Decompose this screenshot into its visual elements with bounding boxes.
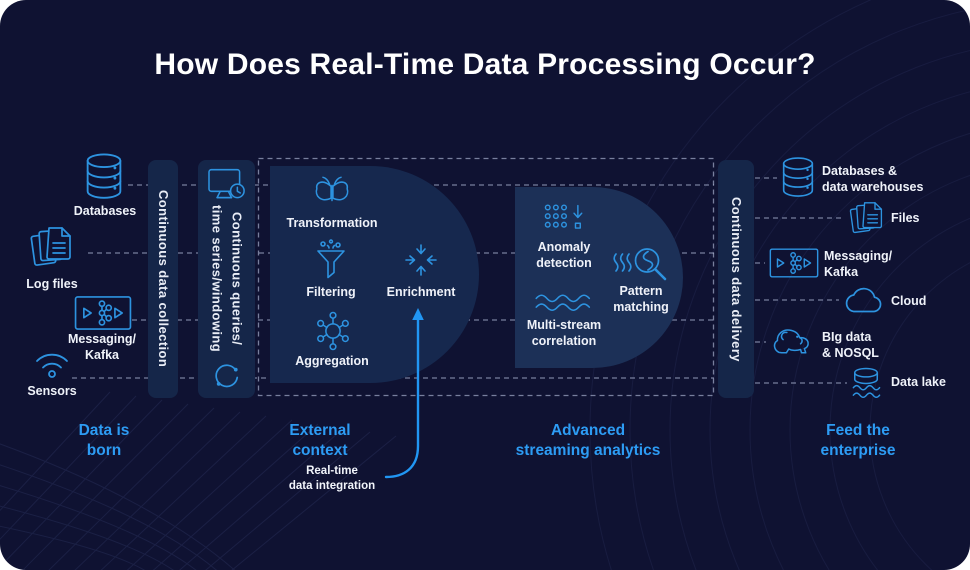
continuous-data-collection-bar: Continuous data collection <box>148 160 178 398</box>
documents-icon <box>30 222 74 272</box>
stage-feed-the-enterprise: Feed the enterprise <box>820 422 896 460</box>
page-title: How Does Real-Time Data Processing Occur… <box>154 48 816 81</box>
waves-icon <box>533 291 593 315</box>
source-label: Sensors <box>27 384 77 398</box>
bar-label: Continuous data collection <box>156 190 172 368</box>
database-icon <box>779 156 817 198</box>
refresh-icon <box>211 360 241 390</box>
magnifier-waves-icon <box>610 246 668 284</box>
processing-label: Filtering <box>306 285 356 299</box>
external-context-shape <box>270 166 479 383</box>
realtime-integration-note: Real-time data integration <box>288 465 376 492</box>
data-lake-icon <box>851 366 881 400</box>
source-label: Log files <box>26 277 78 291</box>
cloud-icon <box>843 285 885 315</box>
dot-grid-arrow-icon <box>542 202 586 234</box>
analytics-label: Anomaly detection <box>536 240 592 270</box>
destination-label: Cloud <box>891 294 927 308</box>
continuous-data-delivery-bar: Continuous data delivery <box>718 160 754 398</box>
destination-label: Data lake <box>891 375 946 389</box>
monitor-clock-icon <box>207 167 247 203</box>
processing-label: Enrichment <box>386 285 456 299</box>
funnel-icon <box>314 238 348 280</box>
stage-external-context: External context <box>289 422 351 460</box>
butterfly-icon <box>313 174 351 210</box>
destination-label: Messaging/ Kafka <box>824 249 893 279</box>
kafka-box-icon <box>769 247 819 279</box>
analytics-label: Multi-stream correlation <box>526 318 602 348</box>
kafka-box-icon <box>74 295 132 331</box>
elephant-icon <box>770 324 816 358</box>
source-label: Messaging/ Kafka <box>67 332 137 362</box>
bar-label: Continuous data delivery <box>729 196 745 362</box>
hub-network-icon <box>314 310 352 352</box>
analytics-label: Pattern matching <box>613 284 669 314</box>
sensors-icon <box>33 348 71 380</box>
streaming-analytics-shape <box>515 187 683 368</box>
stage-advanced-streaming-analytics: Advanced streaming analytics <box>515 422 661 460</box>
documents-icon <box>849 198 885 238</box>
processing-label: Transformation <box>286 216 378 230</box>
processing-label: Aggregation <box>295 354 369 368</box>
converge-arrows-icon <box>404 243 438 277</box>
destination-label: Files <box>891 211 920 225</box>
bar-label: Continuous queries/ time series/windowin… <box>209 205 245 353</box>
destination-label: BIg data & NOSQL <box>822 330 879 360</box>
stage-data-is-born: Data is born <box>78 422 130 460</box>
continuous-queries-bar: Continuous queries/ time series/windowin… <box>198 160 255 398</box>
database-icon <box>84 152 124 200</box>
destination-label: Databases & data warehouses <box>822 164 924 194</box>
source-label: Databases <box>73 204 137 218</box>
